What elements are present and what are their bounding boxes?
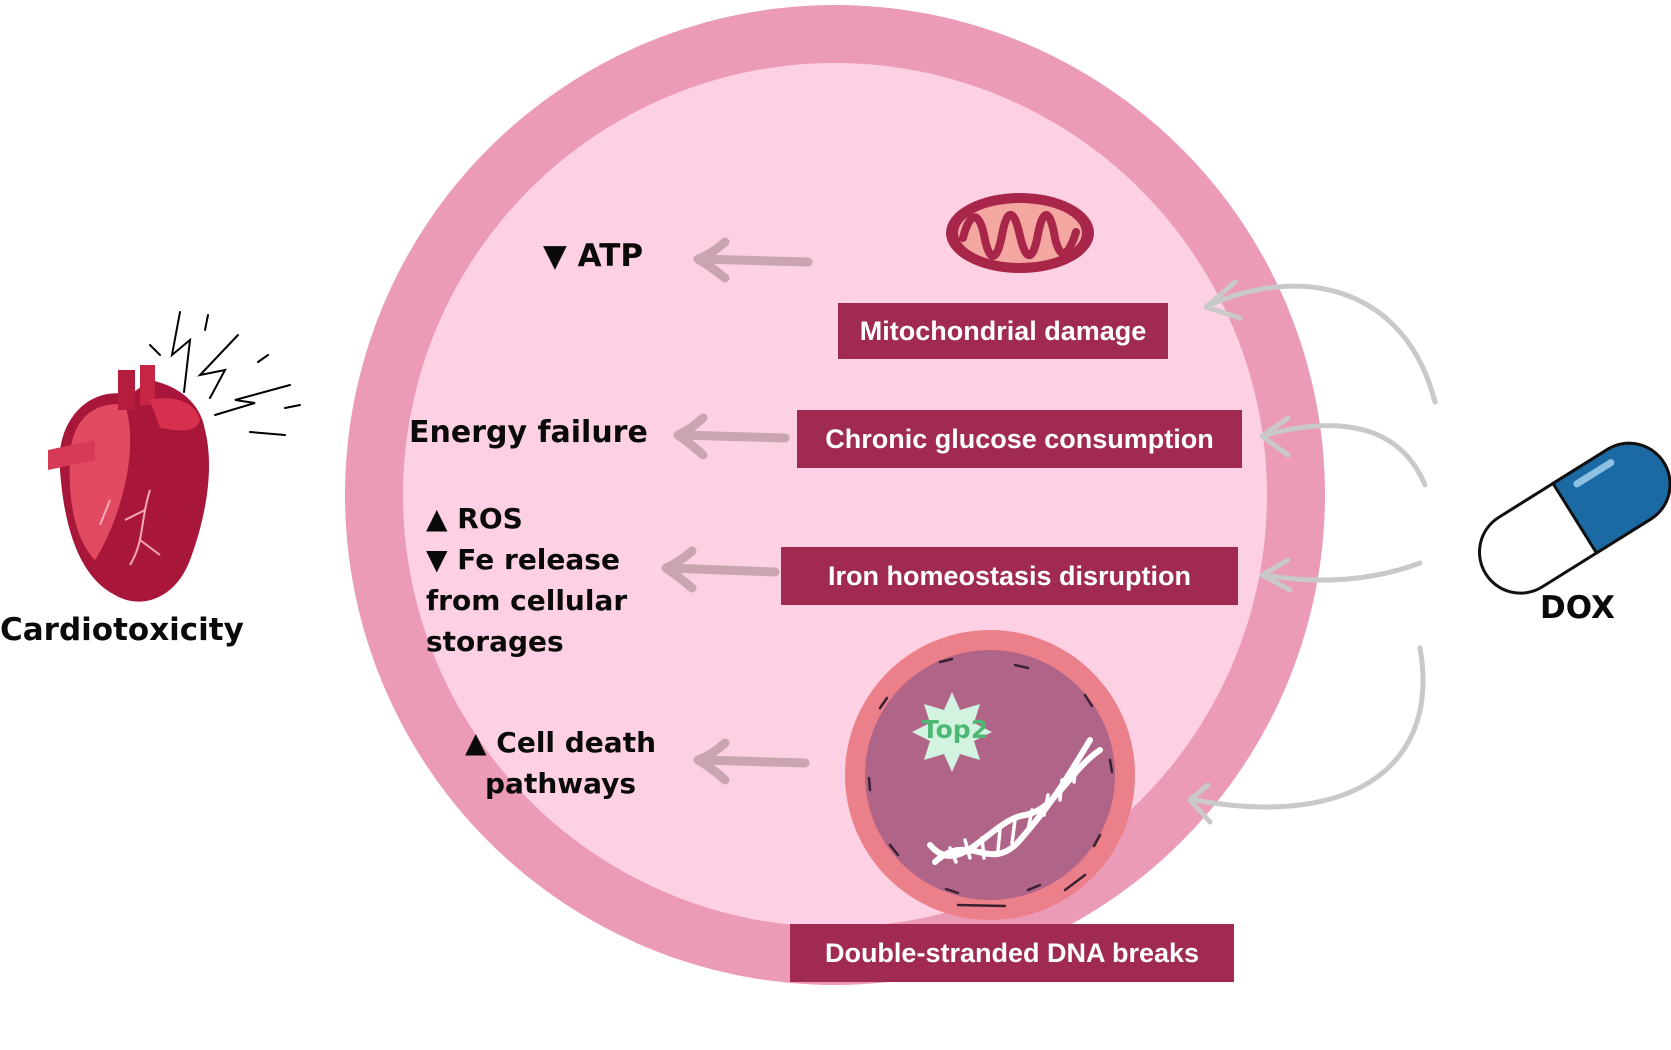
heart-icon <box>48 311 301 602</box>
capsule-icon <box>1477 441 1671 595</box>
mechanism-glucose-consumption: Chronic glucose consumption <box>797 410 1242 468</box>
mechanism-mitochondrial-damage: Mitochondrial damage <box>838 303 1168 359</box>
arrow-dox-dna <box>1187 645 1426 825</box>
dox-label: DOX <box>1540 590 1615 626</box>
mechanism-dna-breaks: Double-stranded DNA breaks <box>790 924 1234 982</box>
star-badge-icon <box>912 692 992 772</box>
mitochondrion-icon <box>946 193 1094 273</box>
effect-ros-line: ▲ ROS <box>426 502 523 535</box>
arrow-dox-mito <box>1203 279 1438 405</box>
effect-atp: ▼ ATP <box>543 238 644 274</box>
inner-arrows <box>661 237 813 785</box>
top2-label: Top2 <box>921 715 989 744</box>
effect-fe-line: ▼ Fe release <box>426 543 620 576</box>
mechanism-iron-disruption: Iron homeostasis disruption <box>781 547 1238 605</box>
arrow-energy <box>673 413 790 460</box>
arrow-atp <box>693 237 813 283</box>
effect-cell-death: ▲ Cell death pathways <box>465 722 656 804</box>
effect-fe-line-2: from cellular <box>426 584 628 617</box>
effect-fe-line-3: storages <box>426 625 564 658</box>
effect-ros-iron: ▲ ROS ▼ Fe release from cellular storage… <box>426 498 627 662</box>
cardiotoxicity-label: Cardiotoxicity <box>0 612 244 648</box>
arrow-death <box>693 738 810 785</box>
arrow-ros <box>661 546 780 593</box>
nucleus-icon <box>845 630 1135 920</box>
arrow-dox-iron <box>1259 557 1423 593</box>
dna-icon <box>927 737 1103 865</box>
effect-death-line: ▲ Cell death <box>465 726 657 759</box>
outer-arrows <box>1187 279 1438 825</box>
arrow-dox-glucose <box>1259 415 1428 488</box>
effect-death-line-2: pathways <box>485 767 637 800</box>
effect-energy-failure: Energy failure <box>409 415 648 450</box>
